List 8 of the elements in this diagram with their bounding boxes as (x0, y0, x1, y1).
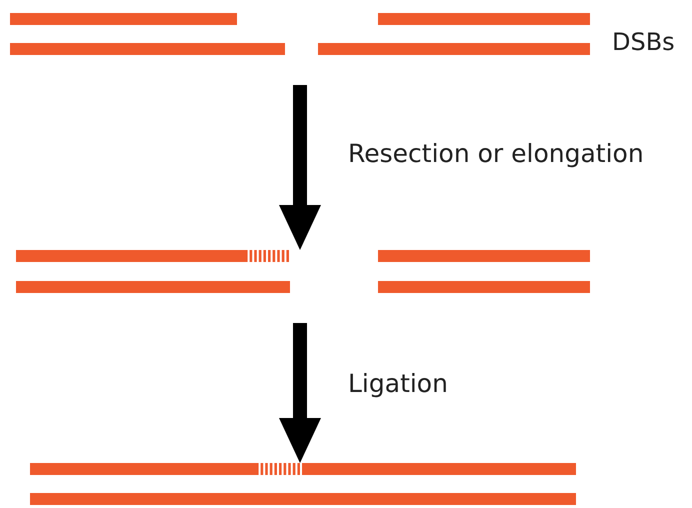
arrow (279, 323, 321, 463)
dna-duplex-drawing (16, 250, 590, 293)
stage-label: DSBs (612, 30, 675, 54)
edge-label: Ligation (348, 371, 448, 396)
edge-label: Resection or elongation (348, 141, 644, 166)
dna-duplex-drawing (10, 13, 590, 55)
arrow (279, 85, 321, 250)
dna-duplex-drawing (30, 463, 576, 505)
